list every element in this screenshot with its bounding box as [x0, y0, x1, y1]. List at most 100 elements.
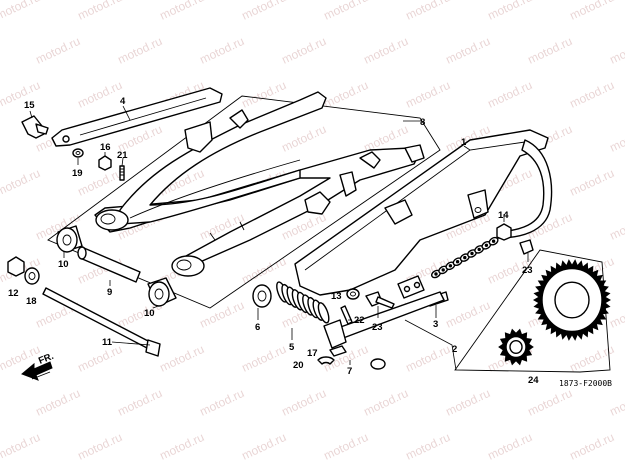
- front-direction-arrow-icon: [21, 361, 53, 381]
- callout-21: 21: [117, 150, 128, 161]
- bolt-15-shank: [35, 123, 49, 135]
- washer-18-hole: [28, 272, 36, 280]
- callout-8: 8: [420, 117, 425, 128]
- chain-link-pin: [484, 243, 489, 248]
- chain-link-pin: [477, 247, 481, 252]
- direction-label: FR.: [37, 351, 55, 367]
- callout-6: 6: [255, 322, 260, 333]
- watermark-text: motod.ru: [322, 430, 371, 463]
- watermark-text: motod.ru: [240, 342, 289, 375]
- watermark-text: motod.ru: [404, 78, 453, 111]
- callout-7: 7: [347, 366, 352, 377]
- washer-13: [346, 288, 360, 300]
- swingarm-group-outline: [47, 95, 441, 309]
- chain-link-pin: [448, 264, 453, 268]
- bolt-22: [340, 305, 353, 325]
- watermark-text: motod.ru: [526, 34, 575, 67]
- chain-link-pin: [463, 255, 467, 260]
- watermark-text: motod.ru: [158, 342, 207, 375]
- watermark-text: motod.ru: [322, 0, 371, 23]
- watermark-text: motod.ru: [444, 298, 493, 331]
- nut-16: [98, 155, 112, 171]
- watermark-text: motod.ru: [198, 34, 247, 67]
- watermark-text: motod.ru: [76, 0, 125, 23]
- watermark-text: motod.ru: [608, 386, 625, 419]
- callout-15: 15: [24, 100, 35, 111]
- watermark-text: motod.ru: [486, 78, 535, 111]
- chain-link-pin: [434, 272, 438, 276]
- swingarm-bracket-lower: [304, 191, 331, 215]
- watermark-text: motod.ru: [34, 34, 83, 67]
- watermark-text: motod.ru: [608, 298, 625, 331]
- callout-2: 2: [452, 344, 457, 355]
- chain-link-pin: [455, 260, 460, 264]
- diagram-code: 1873-F2000B: [559, 379, 612, 388]
- cap-6-inner: [257, 290, 267, 302]
- callout-23a: 23: [372, 322, 383, 333]
- callout-16: 16: [100, 142, 111, 153]
- bolt-21-thread: [120, 168, 124, 176]
- leader-1: [463, 145, 471, 151]
- watermark-text: motod.ru: [362, 386, 411, 419]
- callout-10a: 10: [58, 259, 69, 270]
- callout-18: 18: [26, 296, 37, 307]
- callout-11: 11: [102, 337, 113, 348]
- watermark-text: motod.ru: [404, 0, 453, 23]
- swingarm-mount-tab: [229, 109, 249, 129]
- watermark-text: motod.ru: [34, 386, 83, 419]
- watermark-text: motod.ru: [116, 34, 165, 67]
- watermark-text: motod.ru: [486, 430, 535, 463]
- callout-17: 17: [307, 348, 318, 359]
- watermark-text: motod.ru: [280, 122, 329, 155]
- master-link-pin-1: [403, 285, 411, 293]
- front-sprocket-bore: [509, 340, 523, 355]
- watermark-text: motod.ru: [568, 166, 617, 199]
- callout-3: 3: [433, 319, 438, 330]
- nut-12: [7, 256, 25, 277]
- callout-14: 14: [498, 210, 509, 221]
- chain-link-pin: [470, 251, 474, 256]
- nut-14: [496, 223, 512, 241]
- bushing-10-lower-bore: [154, 288, 164, 300]
- watermark-text: motod.ru: [240, 78, 289, 111]
- watermark-text: motod.ru: [322, 78, 371, 111]
- watermark-text: motod.ru: [608, 122, 625, 155]
- bushing-10-upper-bore: [62, 234, 72, 246]
- watermark-text: motod.ru: [608, 34, 625, 67]
- collar-9-end: [77, 246, 87, 260]
- callout-22: 22: [354, 315, 365, 326]
- watermark-text: motod.ru: [362, 34, 411, 67]
- chain-link-pin: [441, 268, 445, 272]
- callout-13: 13: [331, 291, 342, 302]
- chain-case-mount: [467, 189, 489, 219]
- master-link-pin-2: [413, 281, 421, 289]
- bushing-10-upper-face: [56, 227, 78, 253]
- axle-7-head: [323, 319, 347, 349]
- swingarm-gusset-center: [339, 171, 357, 197]
- watermark-text: motod.ru: [280, 386, 329, 419]
- sprocket-group-outline: [454, 249, 611, 373]
- washer-19: [72, 148, 84, 158]
- axle-7-nut: [370, 358, 386, 370]
- rear-sprocket: [532, 259, 612, 341]
- watermark-text: motod.ru: [0, 166, 42, 199]
- rear-sprocket-bore: [554, 281, 590, 319]
- swingarm-rear-end: [404, 144, 425, 163]
- chain-case-window: [384, 199, 413, 225]
- watermark-text: motod.ru: [76, 430, 125, 463]
- watermark-text: motod.ru: [280, 34, 329, 67]
- leader-11: [111, 341, 151, 346]
- bolt-21: [119, 165, 125, 181]
- watermark-text: motod.ru: [158, 430, 207, 463]
- watermark-text: motod.ru: [198, 386, 247, 419]
- watermark-text: motod.ru: [568, 78, 617, 111]
- washer-13-hole: [350, 291, 356, 297]
- cap-6: [252, 284, 272, 308]
- chain-link-pin: [491, 239, 496, 243]
- swingarm-gusset-left: [184, 121, 213, 153]
- washer-18: [24, 267, 40, 285]
- callout-20: 20: [293, 360, 304, 371]
- callout-5: 5: [289, 342, 295, 353]
- watermark-text: motod.ru: [158, 0, 207, 23]
